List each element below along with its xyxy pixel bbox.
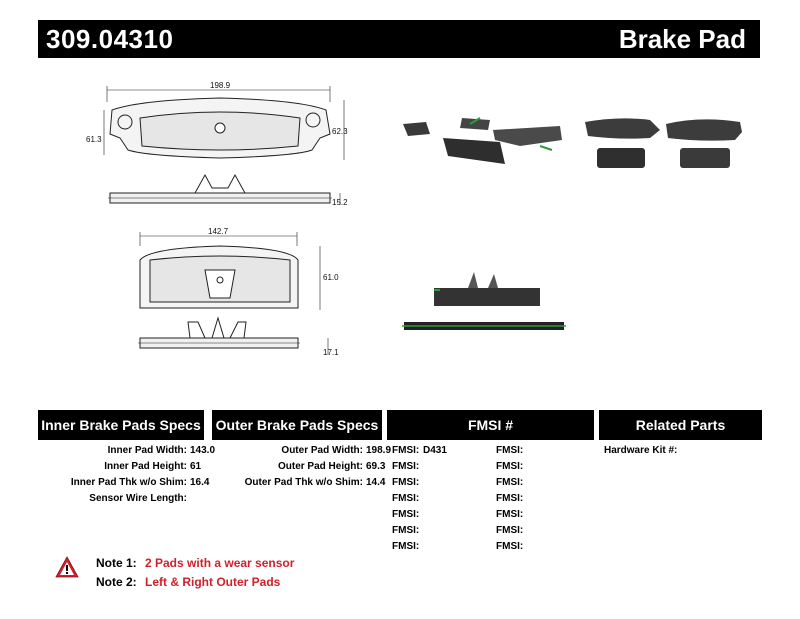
dim-width-bottom: 142.7	[208, 227, 229, 236]
note-2-label: Note 2:	[96, 575, 137, 589]
warning-triangle-icon	[55, 556, 79, 578]
fmsi-label: FMSI:	[392, 541, 420, 552]
fmsi-label: FMSI:	[496, 541, 524, 552]
inner-pad-face-drawing	[138, 232, 329, 355]
fmsi-label: FMSI:	[392, 445, 420, 456]
outer-pad-thk-value: 14.4	[366, 477, 386, 488]
fmsi-value: D431	[423, 445, 447, 456]
fmsi-label: FMSI:	[496, 461, 524, 472]
note-2-text: Left & Right Outer Pads	[145, 575, 281, 589]
pad-set-photo-side	[402, 272, 566, 330]
title-bar: 309.04310 Brake Pad	[38, 20, 760, 58]
outer-pad-face-drawing	[103, 86, 345, 205]
outer-specs-header: Outer Brake Pads Specs	[212, 410, 382, 440]
dim-thickness-bottom: 17.1	[323, 348, 339, 357]
fmsi-label: FMSI:	[392, 525, 420, 536]
inner-pad-thk-value: 16.4	[190, 477, 210, 488]
fmsi-label: FMSI:	[392, 461, 420, 472]
inner-specs-header: Inner Brake Pads Specs	[38, 410, 204, 440]
dim-width-top: 198.9	[210, 81, 231, 90]
outer-pad-height-label: Outer Pad Height:	[277, 461, 363, 472]
dim-height-left-top: 61.3	[86, 135, 102, 144]
inner-pad-height-value: 61	[190, 461, 202, 472]
dim-thickness-top: 15.2	[332, 198, 348, 207]
fmsi-label: FMSI:	[392, 477, 420, 488]
dim-height-bottom: 61.0	[323, 273, 339, 282]
outer-pad-height-value: 69.3	[366, 461, 386, 472]
note-1-label: Note 1:	[96, 556, 137, 570]
fmsi-label: FMSI:	[392, 509, 420, 520]
outer-pad-thk-label: Outer Pad Thk w/o Shim:	[244, 477, 363, 488]
fmsi-header: FMSI #	[387, 410, 594, 440]
part-number: 309.04310	[46, 23, 174, 54]
pad-drawings: 198.9 61.3 62.3 15.2 142.7 61.0 17.1	[86, 81, 742, 357]
pad-set-photo-flat	[585, 118, 742, 168]
inner-pad-height-label: Inner Pad Height:	[104, 461, 187, 472]
outer-pad-width-value: 198.9	[366, 445, 392, 456]
fmsi-label: FMSI:	[496, 445, 524, 456]
note-1-text: 2 Pads with a wear sensor	[145, 556, 295, 570]
pad-set-photo-angled	[403, 117, 562, 164]
inner-pad-width-label: Inner Pad Width:	[107, 445, 187, 456]
fmsi-label: FMSI:	[496, 477, 524, 488]
fmsi-label: FMSI:	[496, 493, 524, 504]
related-parts-header: Related Parts	[599, 410, 762, 440]
fmsi-label: FMSI:	[496, 509, 524, 520]
dim-height-right-top: 62.3	[332, 127, 348, 136]
fmsi-label: FMSI:	[392, 493, 420, 504]
product-type: Brake Pad	[618, 23, 746, 54]
sensor-wire-length-label: Sensor Wire Length:	[89, 493, 187, 504]
outer-pad-width-label: Outer Pad Width:	[281, 445, 363, 456]
inner-pad-width-value: 143.0	[190, 445, 216, 456]
inner-pad-thk-label: Inner Pad Thk w/o Shim:	[70, 477, 187, 488]
fmsi-label: FMSI:	[496, 525, 524, 536]
hardware-kit-label: Hardware Kit #:	[604, 445, 678, 456]
